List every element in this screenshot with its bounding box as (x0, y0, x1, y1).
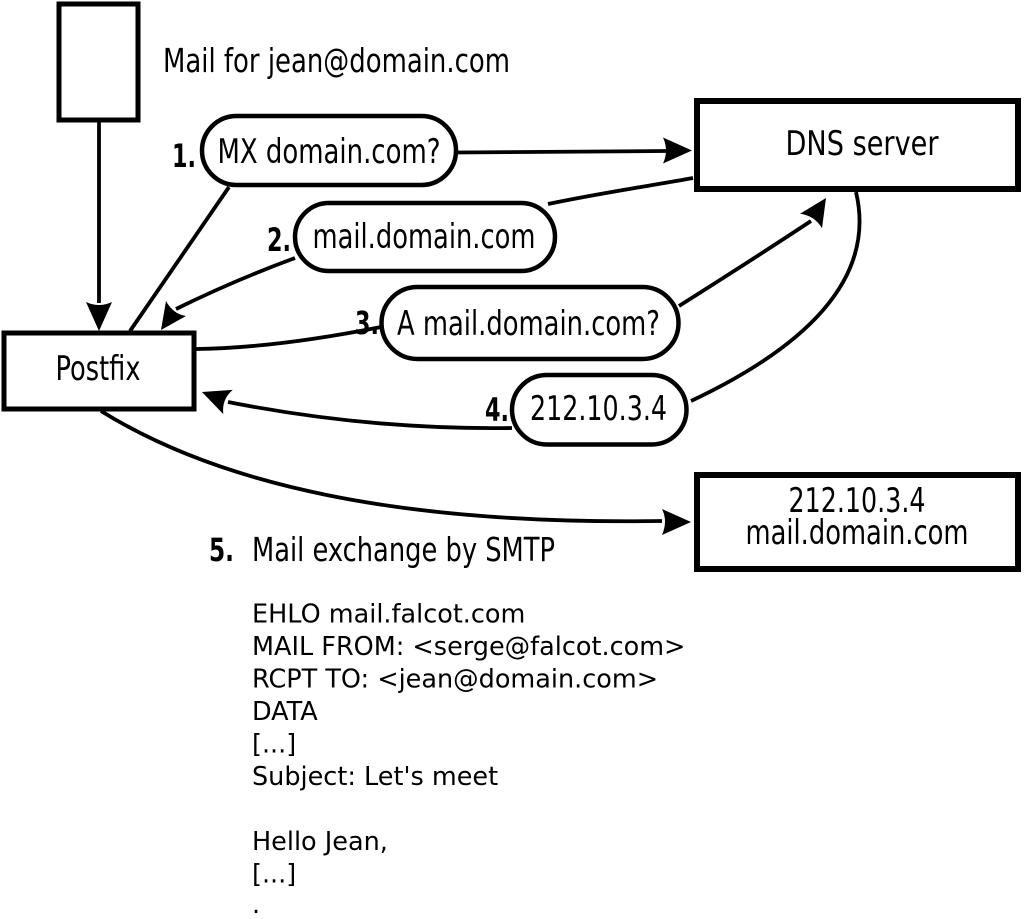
smtp-line: DATA (252, 697, 318, 727)
dns-server-node-box (694, 98, 1021, 192)
smtp-line: [...] (252, 730, 296, 760)
mail-server-ip-label: 212.10.3.4 (789, 481, 926, 521)
edge-postfix-to-mailserver (99, 409, 663, 524)
edge-response2-to-postfix (175, 256, 296, 311)
arrowhead-response2-into-postfix (161, 301, 186, 330)
smtp-line: . (252, 890, 260, 919)
smtp-line: RCPT TO: <jean@domain.com> (252, 665, 658, 695)
arrowhead-query3-into-dns (800, 198, 826, 229)
step2-number: 2. (267, 221, 291, 259)
response4-pill-label: 212.10.3.4 (530, 389, 667, 429)
smtp-session-transcript: EHLO mail.falcot.com MAIL FROM: <serge@f… (252, 600, 685, 919)
arrowhead-into-postfix-top (86, 302, 112, 331)
smtp-line: MAIL FROM: <serge@falcot.com> (252, 632, 685, 662)
edge-query1-to-dns (456, 149, 667, 155)
arrowhead-into-mailserver (662, 509, 691, 535)
edge-dns-to-response4 (690, 191, 862, 403)
response2-pill-label: mail.domain.com (313, 217, 536, 257)
edge-query3-to-dns (677, 219, 813, 308)
smtp-line: [...] (252, 860, 296, 890)
smtp-line: EHLO mail.falcot.com (252, 600, 525, 630)
smtp-line: Subject: Let's meet (252, 762, 498, 792)
response2-pill (292, 200, 558, 274)
dns-node-label: DNS server (786, 124, 939, 164)
step1-number: 1. (172, 137, 196, 175)
postfix-node-label: Postfix (56, 349, 141, 389)
step3-number: 3. (355, 304, 379, 342)
edge-dns-to-response2 (547, 176, 694, 206)
top-label: Mail for jean@domain.com (163, 41, 510, 80)
arrowhead-into-dns-left (663, 137, 692, 164)
mail-server-host-label: mail.domain.com (746, 513, 969, 553)
edge-response4-to-postfix (227, 400, 513, 431)
step4-number: 4. (485, 391, 509, 429)
smtp-line: Hello Jean, (252, 827, 388, 857)
mail-message-icon (56, 1, 141, 123)
step5-label: Mail exchange by SMTP (252, 530, 555, 569)
step5-number: 5. (209, 531, 234, 569)
edge-postfix-to-query1 (128, 185, 231, 333)
arrowhead-response4-into-postfix (202, 389, 233, 415)
query1-pill-label: MX domain.com? (218, 132, 441, 172)
query1-pill (199, 113, 459, 188)
postfix-node-box (1, 330, 197, 412)
query3-pill-label: A mail.domain.com? (397, 304, 660, 344)
response4-pill (509, 372, 689, 447)
mail-server-node-box (694, 472, 1021, 572)
edge-postfix-to-query3 (195, 325, 382, 351)
query3-pill (379, 284, 681, 362)
